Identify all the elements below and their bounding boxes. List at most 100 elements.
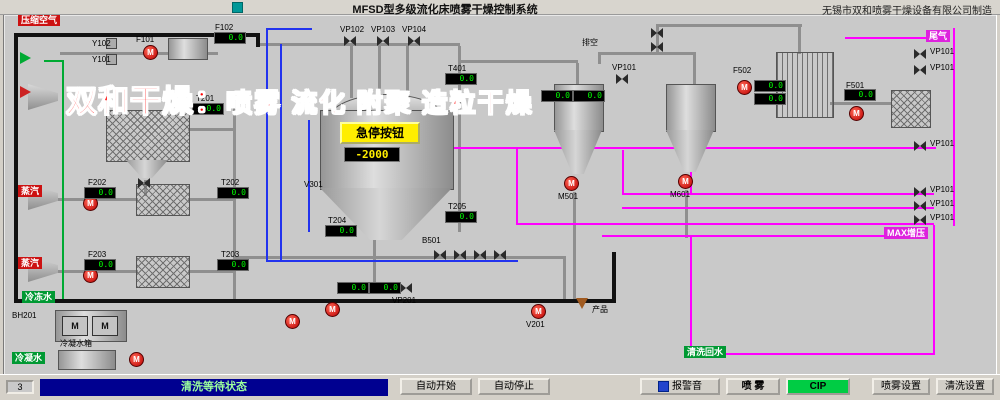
equipment-label: Y102 <box>92 39 111 48</box>
pipe <box>378 46 381 98</box>
valve-icon[interactable] <box>616 74 628 84</box>
pump-icon[interactable]: M <box>849 106 864 121</box>
equipment-label: VP101 <box>930 139 955 148</box>
pipe <box>576 63 579 86</box>
valve-icon[interactable] <box>138 178 150 188</box>
pump-icon[interactable]: M <box>564 176 579 191</box>
value-display: 0.0 <box>573 90 605 102</box>
pump-icon[interactable]: M <box>531 304 546 319</box>
mute-alarm-button[interactable]: 报警音 <box>640 378 720 395</box>
pipe <box>690 150 692 194</box>
pipe-source-tag: 蒸汽 <box>18 185 43 197</box>
equipment-label: 产品 <box>592 305 608 314</box>
chiller-motor-1: M <box>62 316 88 336</box>
flow-arrow-icon <box>20 86 31 98</box>
pipe <box>236 256 566 259</box>
valve-icon[interactable] <box>494 250 506 260</box>
app-icon <box>232 2 243 13</box>
equipment-label: T401 <box>448 64 467 73</box>
valve-icon[interactable] <box>344 36 356 46</box>
value-display: 0.0 <box>369 282 401 294</box>
equipment-label: M501 <box>558 192 579 201</box>
equipment-label: T201 <box>196 94 215 103</box>
equipment-label: T203 <box>221 250 240 259</box>
pipe <box>622 193 934 195</box>
valve-icon[interactable] <box>651 42 663 52</box>
value-display: 0.0 <box>445 73 477 85</box>
pump-icon[interactable]: M <box>325 302 340 317</box>
pump-icon[interactable]: M <box>143 45 158 60</box>
pipe <box>845 37 935 39</box>
equipment-label: T204 <box>328 216 347 225</box>
equipment-label: Y101 <box>92 55 111 64</box>
pipe <box>612 252 616 303</box>
equipment-label: 排空 <box>582 38 598 47</box>
control-bar: 3 清洗等待状态 自动开始 自动停止 报警音 喷 雾 CIP 喷雾设置 清洗设置 <box>0 374 1000 400</box>
pipe <box>256 33 260 47</box>
valve-icon[interactable] <box>408 36 420 46</box>
pipe <box>685 190 688 238</box>
value-display: 0.0 <box>84 187 116 199</box>
valve-icon[interactable] <box>914 49 926 59</box>
auto-start-button[interactable]: 自动开始 <box>400 378 472 395</box>
valve-icon[interactable] <box>400 283 412 293</box>
pipe-source-tag: 清洗回水 <box>684 346 727 358</box>
value-display: 0.0 <box>214 32 246 44</box>
pipe <box>690 237 692 354</box>
equipment-label: B501 <box>422 236 441 245</box>
valve-icon[interactable] <box>914 65 926 75</box>
pipe <box>60 52 218 55</box>
equipment-label: T205 <box>448 202 467 211</box>
equipment-label: F501 <box>846 81 865 90</box>
alarm-sound-icon <box>658 380 669 392</box>
value-display: 0.0 <box>192 103 224 115</box>
valve-icon[interactable] <box>474 250 486 260</box>
clean-settings-button[interactable]: 清洗设置 <box>936 378 994 395</box>
pipe <box>308 120 310 232</box>
flow-arrow-icon <box>20 52 31 64</box>
pipe <box>622 207 934 209</box>
value-display: 0.0 <box>754 93 786 105</box>
pump-icon[interactable]: M <box>129 352 144 367</box>
emergency-stop-button[interactable]: 急停按钮 <box>340 122 420 144</box>
auto-stop-button[interactable]: 自动停止 <box>478 378 550 395</box>
spray-button[interactable]: 喷 雾 <box>726 378 780 395</box>
pipe <box>14 33 260 37</box>
cip-button[interactable]: CIP <box>786 378 850 395</box>
value-display: 0.0 <box>445 211 477 223</box>
value-display: 0.0 <box>217 187 249 199</box>
value-display: 0.0 <box>217 259 249 271</box>
pipe <box>622 150 624 194</box>
pipe <box>266 28 268 262</box>
pipe <box>656 24 659 54</box>
valve-icon[interactable] <box>914 141 926 151</box>
equipment-label: F502 <box>733 66 752 75</box>
bag-filter <box>106 110 190 162</box>
valve-icon[interactable] <box>651 28 663 38</box>
valve-block-icon <box>106 54 117 65</box>
valve-block-icon <box>106 38 117 49</box>
valve-icon[interactable] <box>454 250 466 260</box>
valve-icon[interactable] <box>914 215 926 225</box>
scrubber <box>891 90 931 128</box>
pump-icon[interactable]: M <box>678 174 693 189</box>
value-display: 0.0 <box>325 225 357 237</box>
flow-arrow-icon <box>576 298 588 309</box>
pipe-source-tag: 尾气 <box>926 30 951 42</box>
pump-icon[interactable]: M <box>285 314 300 329</box>
spray-settings-button[interactable]: 喷雾设置 <box>872 378 930 395</box>
pipe <box>14 33 18 303</box>
valve-icon[interactable] <box>434 250 446 260</box>
pump-icon[interactable]: M <box>737 80 752 95</box>
equipment-label: F102 <box>215 23 234 32</box>
equipment-label: 冷凝水箱 <box>60 339 92 348</box>
blower-box <box>168 38 208 60</box>
value-display: 0.0 <box>337 282 369 294</box>
pipe <box>266 28 312 30</box>
valve-icon[interactable] <box>377 36 389 46</box>
equipment-label: VP104 <box>402 25 427 34</box>
valve-icon[interactable] <box>914 201 926 211</box>
valve-icon[interactable] <box>914 187 926 197</box>
pipe-source-tag: 蒸汽 <box>18 257 43 269</box>
